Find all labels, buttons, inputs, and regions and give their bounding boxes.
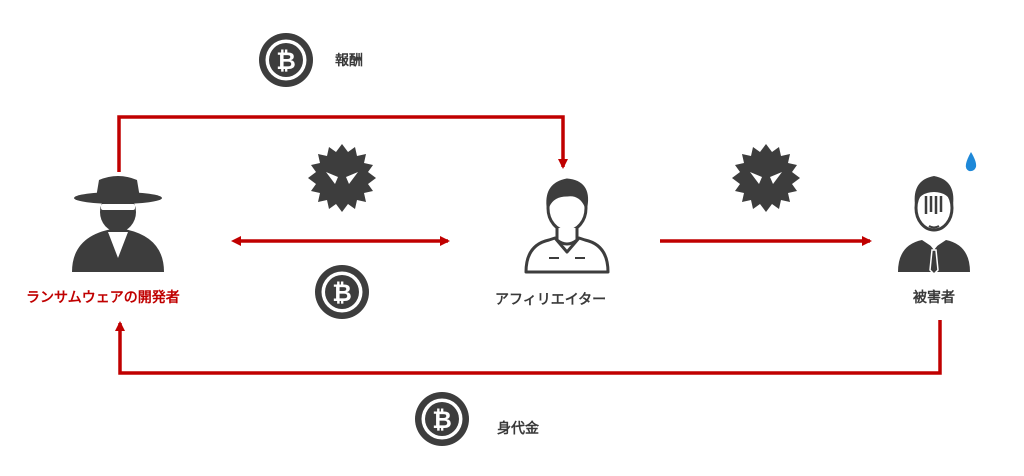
virus-icon (308, 144, 376, 212)
victim-label: 被害者 (913, 290, 955, 306)
reward-label: 報酬 (335, 53, 363, 69)
bitcoin-reward-icon (259, 33, 313, 87)
hacker-icon (72, 176, 164, 272)
reward-arrow (117, 115, 568, 172)
virus-icon-2 (732, 144, 800, 212)
sweat-drop-icon (965, 152, 977, 172)
affiliate-person-icon (524, 178, 610, 274)
bitcoin-ransom-icon (415, 392, 469, 446)
developer-label: ランサムウェアの開発者 (26, 290, 180, 306)
affiliate-label: アフィリエイター (495, 292, 607, 308)
ransom-arrow (115, 320, 942, 375)
bitcoin-icon (315, 265, 369, 319)
victim-person-icon (898, 152, 977, 276)
ransom-label: 身代金 (497, 421, 539, 437)
